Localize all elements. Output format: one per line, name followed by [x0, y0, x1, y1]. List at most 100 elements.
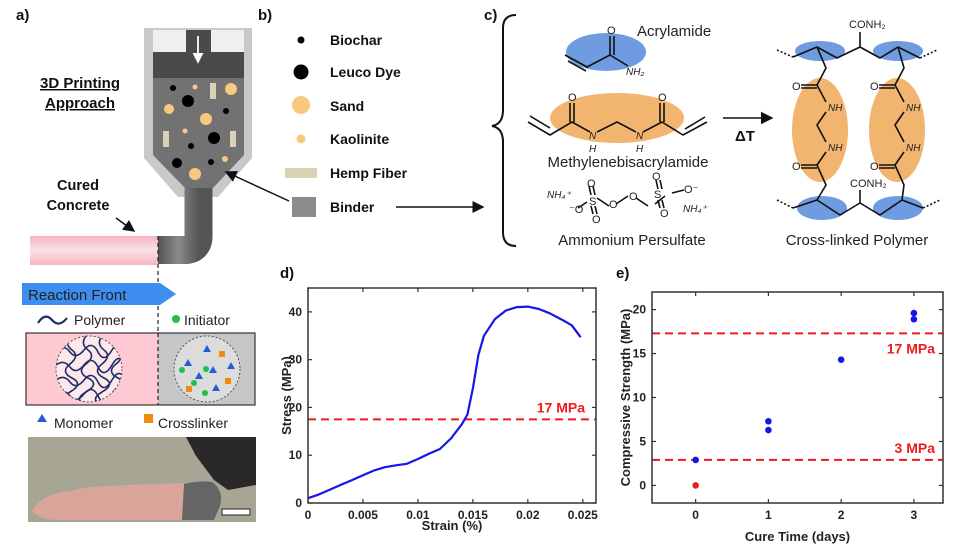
atom-nh4: NH₄⁺ [547, 190, 571, 201]
mba-highlight [550, 93, 684, 143]
crosslinker-squares [186, 351, 231, 392]
sand-particles [164, 83, 237, 180]
x-tick-label: 2 [838, 508, 845, 522]
atom-o: O [658, 92, 667, 104]
atom-o: O [870, 81, 879, 93]
reaction-front-label: Reaction Front [28, 287, 127, 304]
y-tick-label: 0 [639, 478, 646, 492]
hemp-fibers [163, 83, 236, 147]
ingredient-hemp-fiber: Hemp Fiber [330, 165, 408, 181]
atom-o: O [568, 92, 577, 104]
y-tick-label: 5 [639, 434, 646, 448]
ingredient-leuco-dye: Leuco Dye [330, 64, 401, 80]
ingredient-sand: Sand [330, 98, 364, 114]
monomer-triangle-icon [37, 414, 47, 422]
acrylamide-highlight [566, 33, 646, 71]
atom-o: O [609, 199, 618, 211]
atom-nh: NH [828, 103, 843, 114]
panel-label-e: e) [616, 265, 629, 282]
atom-o: O [607, 25, 616, 37]
panel-label-c: c) [484, 7, 497, 24]
aps-label: Ammonium Persulfate [558, 232, 706, 249]
x-tick-label: 3 [911, 508, 918, 522]
atom-nh2: NH₂ [626, 67, 644, 78]
crosslinked-polymer-structure: CONH₂ CONH₂ O O O O NH NH NH NH [776, 19, 941, 220]
approach-title-line1: 3D Printing [40, 75, 120, 92]
delta-t-label: ΔT [735, 128, 755, 145]
panel-label-b: b) [258, 7, 272, 24]
biochar-particles [170, 85, 229, 168]
mba-label: Methylenebisacrylamide [548, 154, 709, 171]
reference-line-label: 17 MPa [887, 340, 935, 356]
cured-label-line1: Cured [57, 178, 99, 194]
x-axis-label: Strain (%) [422, 518, 483, 533]
printed-sample-photo [28, 437, 256, 522]
atom-s: S [654, 189, 661, 201]
binder-to-hopper-arrow [224, 170, 290, 202]
atom-n: N [589, 131, 597, 142]
scale-bar [221, 508, 251, 516]
data-point [910, 309, 918, 317]
atom-o-minus: ⁻O [569, 204, 584, 216]
atom-nh4: NH₄⁺ [683, 204, 707, 215]
data-point [765, 426, 772, 434]
reference-line-label: 3 MPa [895, 440, 936, 456]
panel-label-d: d) [280, 265, 294, 282]
monomer-triangles [184, 345, 235, 391]
atom-nh: NH [906, 103, 921, 114]
atom-o: O [792, 81, 801, 93]
x-tick-label: 0.01 [406, 508, 430, 522]
y-tick-label: 20 [633, 303, 647, 317]
atom-nh: NH [828, 143, 843, 154]
y-tick-label: 10 [633, 391, 647, 405]
x-tick-label: 1 [765, 508, 772, 522]
biochar-icon [297, 36, 305, 44]
polymer-wave-icon [37, 315, 68, 325]
ingredient-binder: Binder [330, 199, 375, 215]
atom-o: O [629, 191, 638, 203]
atom-conh2: CONH₂ [849, 19, 886, 31]
crosslinked-polymer-label: Cross-linked Polymer [786, 232, 929, 249]
acrylamide-label: Acrylamide [637, 23, 711, 40]
y-tick-label: 40 [289, 305, 303, 319]
ingredient-biochar: Biochar [330, 32, 383, 48]
atom-o: O [870, 161, 879, 173]
x-tick-label: 0.015 [458, 508, 488, 522]
plot-frame [651, 291, 944, 504]
panel-c: O NH₂ Acrylamide O O N N H H Methylenebi… [491, 14, 941, 249]
initiator-dots [179, 366, 209, 396]
reaction-front-arrow [22, 283, 176, 305]
atom-o: O [592, 214, 601, 226]
panel-label-a: a) [16, 7, 29, 24]
x-tick-label: 0.025 [568, 508, 598, 522]
atom-o: O [660, 208, 669, 220]
legend-initiator: Initiator [184, 312, 230, 328]
x-tick-label: 0.02 [516, 508, 540, 522]
atom-h: H [589, 144, 597, 155]
atom-o: O [652, 171, 661, 183]
atom-o-minus: O⁻ [684, 184, 699, 196]
y-tick-label: 0 [295, 496, 302, 510]
panel-b: Biochar Leuco Dye Sand Kaolinite Hemp Fi… [224, 32, 485, 217]
cured-arrow [115, 217, 136, 232]
atom-s: S [589, 196, 596, 208]
leuco-dye-icon [293, 64, 309, 80]
legend-monomer: Monomer [54, 415, 113, 431]
x-axis-label: Cure Time (days) [745, 529, 850, 544]
legend-polymer: Polymer [74, 312, 126, 328]
y-tick-label: 30 [289, 353, 303, 367]
cured-concrete-bar [30, 236, 158, 265]
cured-label-line2: Concrete [47, 198, 110, 214]
printer-hopper [144, 28, 252, 264]
x-tick-label: 0 [692, 508, 699, 522]
sand-icon [292, 96, 310, 114]
atom-nh: NH [906, 143, 921, 154]
aps-structure [577, 179, 685, 215]
mba-structure [527, 103, 708, 136]
ingredient-kaolinite: Kaolinite [330, 131, 389, 147]
crosslinker-square-icon [144, 414, 153, 423]
legend-crosslinker: Crosslinker [158, 415, 228, 431]
